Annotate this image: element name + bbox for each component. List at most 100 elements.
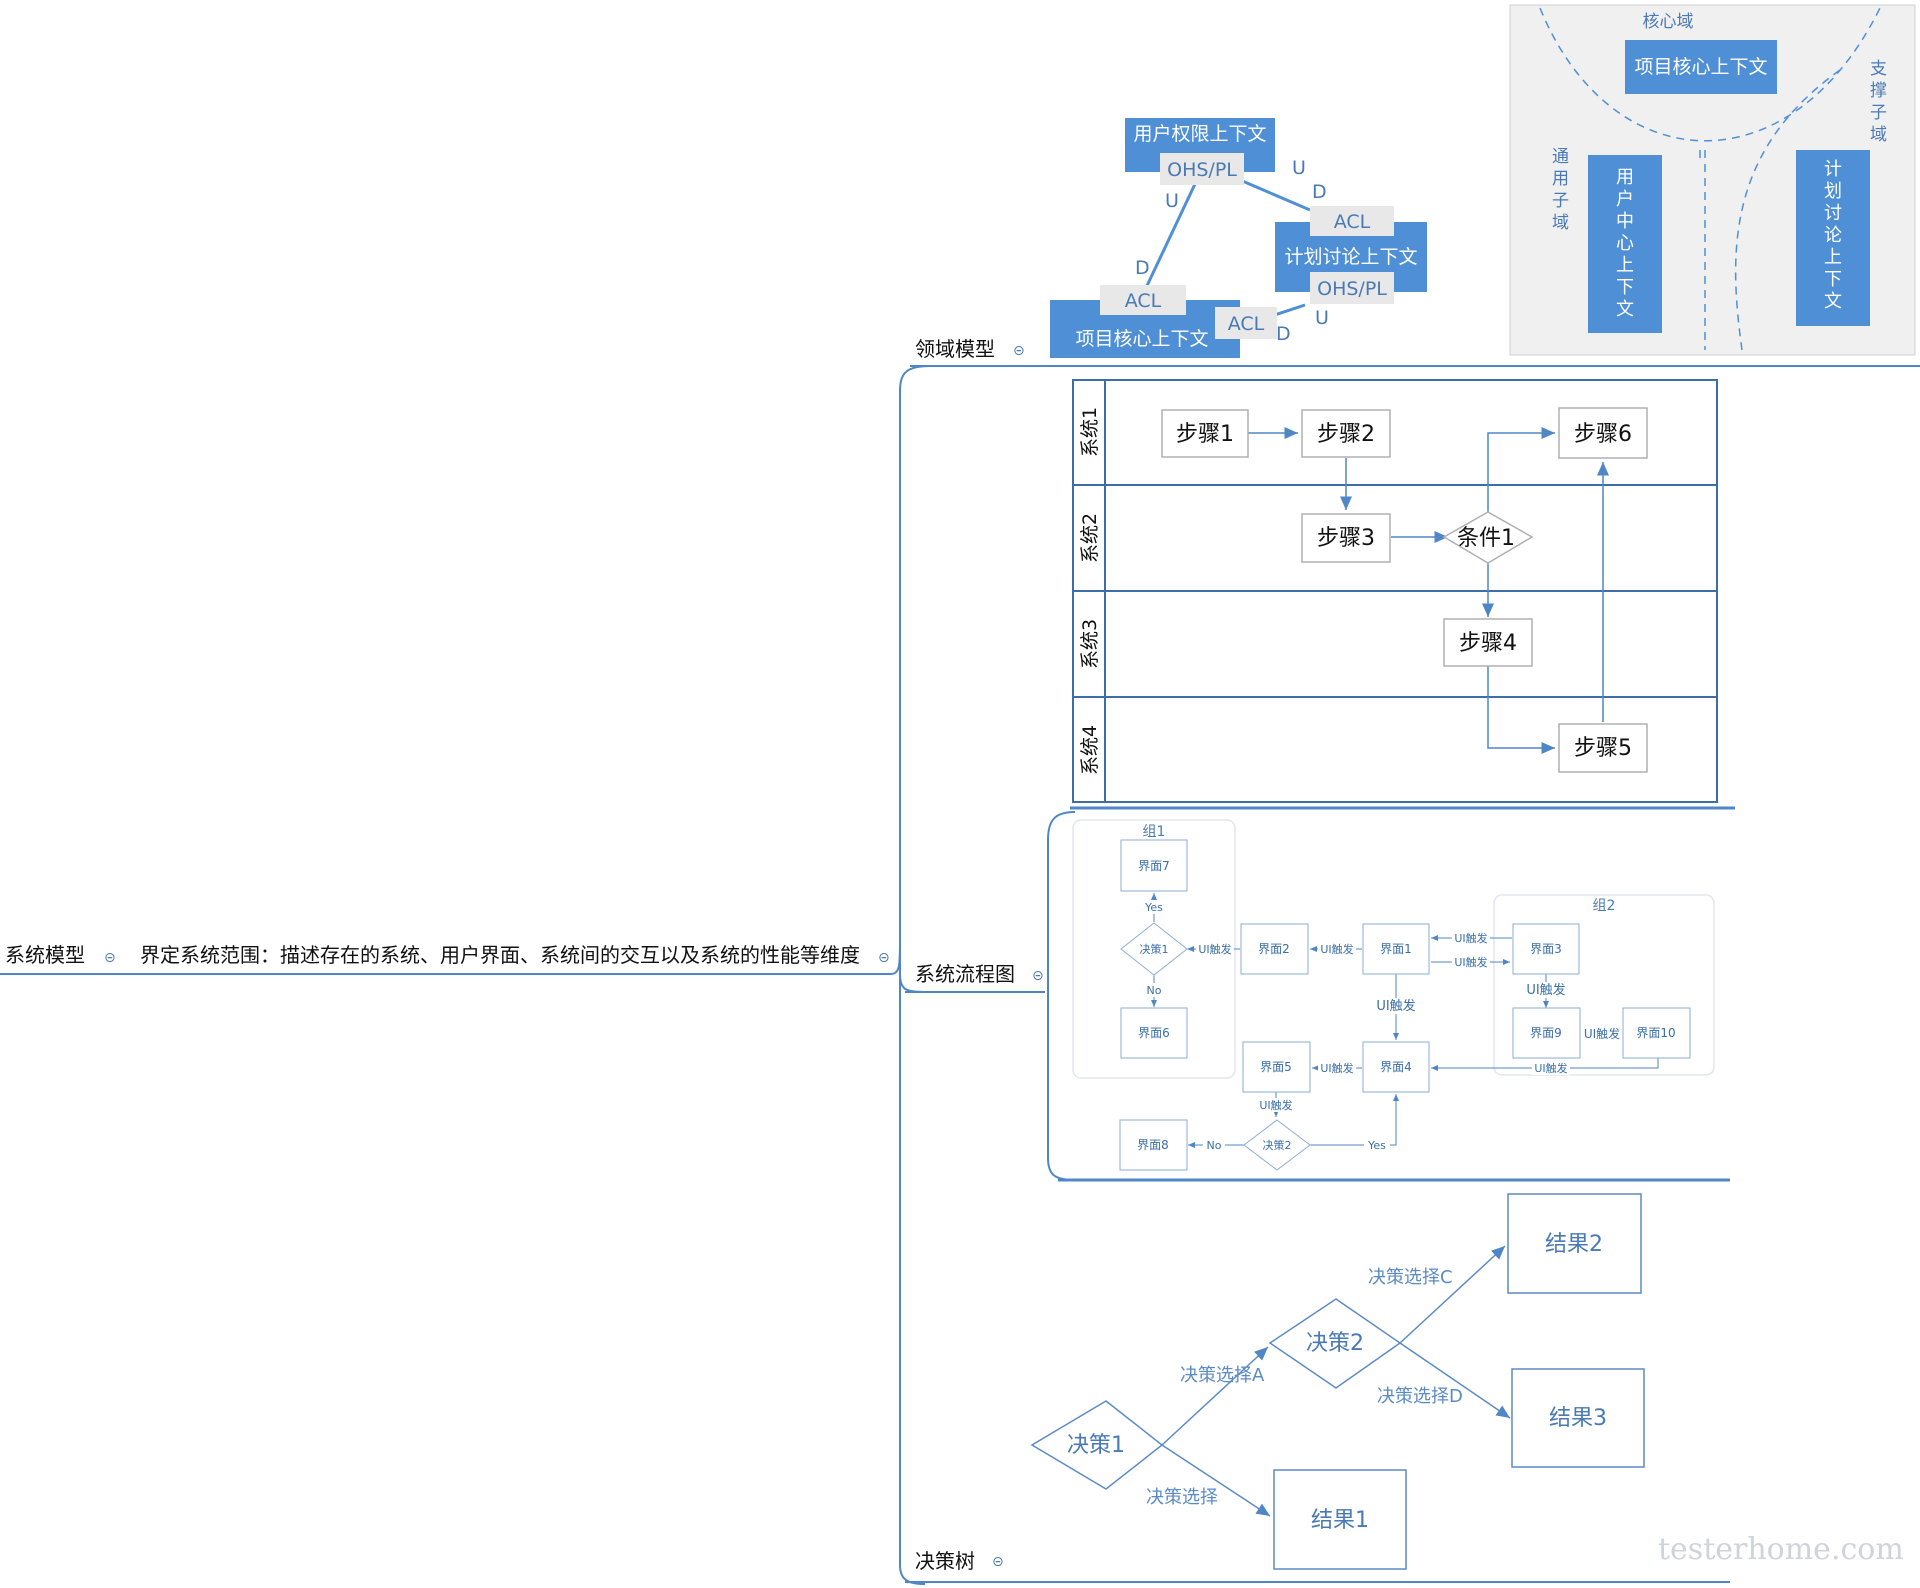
screen-box[interactable]: 界面8 xyxy=(1119,1119,1188,1171)
step-box[interactable]: 步骤6 xyxy=(1558,407,1648,459)
main-topic[interactable]: 界定系统范围：描述存在的系统、用户界面、系统间的交互以及系统的性能等维度 xyxy=(140,943,860,967)
user-center-context xyxy=(1588,155,1662,333)
context-map: 用户权限上下文 OHS/PL ACL 计划讨论上下文 OHS/PL ACL 项目… xyxy=(1050,118,1427,358)
acl-label: ACL xyxy=(1334,211,1371,233)
ohs-label: OHS/PL xyxy=(1317,278,1387,300)
ui-trigger-label: UI触发 xyxy=(1454,931,1487,945)
screen-label: 界面10 xyxy=(1636,1026,1675,1040)
branch-collapse-icon[interactable]: ⊝ xyxy=(1013,343,1025,359)
result-box[interactable]: 结果2 xyxy=(1507,1193,1642,1294)
screen-box[interactable]: 界面6 xyxy=(1120,1007,1188,1059)
ui-trigger-label: UI触发 xyxy=(1526,982,1565,998)
screen-box[interactable]: 界面3 xyxy=(1512,923,1580,975)
screen-box[interactable]: 界面4 xyxy=(1362,1041,1430,1093)
step-box[interactable]: 步骤3 xyxy=(1301,513,1391,563)
root-node[interactable]: 系统模型 xyxy=(5,943,85,967)
condition-label: 条件1 xyxy=(1457,526,1515,551)
core-domain-label: 核心域 xyxy=(1643,12,1694,32)
step-label: 步骤4 xyxy=(1459,631,1517,656)
result-label: 结果3 xyxy=(1549,1406,1607,1431)
decision-diamond[interactable]: 决策2 xyxy=(1243,1119,1311,1171)
screen-label: 界面2 xyxy=(1258,942,1290,956)
edge-label: 决策选择 xyxy=(1146,1487,1218,1508)
lane-label: 系统1 xyxy=(1079,407,1101,457)
decision-label: 决策2 xyxy=(1263,1138,1292,1152)
lane-label: 系统4 xyxy=(1079,725,1101,775)
acl-label: ACL xyxy=(1125,290,1162,312)
context-label: 项目核心上下文 xyxy=(1075,328,1208,350)
mindmap: 系统模型 ⊝ 界定系统范围：描述存在的系统、用户界面、系统间的交互以及系统的性能… xyxy=(0,337,1920,1585)
swimlane-diagram: 系统1 系统2 系统3 系统4 步骤1 步骤2 步骤3 条件1 xyxy=(1072,379,1718,803)
ui-flow-diagram: 组1 组2 界面7 界面6 界面2 界面1 界面3 界面9 界面10 界面4 界… xyxy=(1072,819,1715,1171)
screen-box[interactable]: 界面1 xyxy=(1362,923,1430,975)
screen-box[interactable]: 界面7 xyxy=(1120,839,1188,892)
branch-domain-model[interactable]: 领域模型 xyxy=(915,337,995,361)
decision-diamond[interactable]: 决策1 xyxy=(1120,922,1188,976)
supporting-subdomain-label: 支撑子域 xyxy=(1870,59,1887,145)
step-label: 步骤6 xyxy=(1574,422,1632,447)
decision-label: 决策1 xyxy=(1067,1433,1125,1458)
branch-collapse-icon[interactable]: ⊝ xyxy=(1032,968,1044,984)
result-label: 结果2 xyxy=(1545,1232,1603,1257)
condition-diamond[interactable]: 条件1 xyxy=(1442,511,1534,564)
screen-label: 界面6 xyxy=(1138,1026,1170,1040)
step-label: 步骤1 xyxy=(1176,422,1234,447)
screen-label: 界面7 xyxy=(1138,859,1170,873)
step-label: 步骤2 xyxy=(1317,422,1375,447)
step-box[interactable]: 步骤1 xyxy=(1161,409,1249,458)
no-label: No xyxy=(1147,984,1162,997)
screen-label: 界面1 xyxy=(1380,942,1412,956)
ui-trigger-label: UI触发 xyxy=(1584,1026,1620,1041)
group-label: 组2 xyxy=(1593,898,1616,914)
lane-label: 系统3 xyxy=(1079,619,1101,669)
screen-label: 界面8 xyxy=(1137,1138,1169,1152)
screen-box[interactable]: 界面10 xyxy=(1622,1007,1691,1059)
main-collapse-icon[interactable]: ⊝ xyxy=(878,950,890,966)
u-marker: U xyxy=(1165,190,1179,212)
plan-context-label: 计划讨论上下文 xyxy=(1824,159,1842,312)
step-label: 步骤5 xyxy=(1574,736,1632,761)
result-label: 结果1 xyxy=(1311,1508,1369,1533)
yes-label: Yes xyxy=(1144,901,1163,914)
core-context-label: 项目核心上下文 xyxy=(1634,56,1767,78)
decision-label: 决策1 xyxy=(1140,942,1169,956)
screen-box[interactable]: 界面5 xyxy=(1242,1041,1311,1093)
step-box[interactable]: 步骤4 xyxy=(1443,618,1533,667)
screen-label: 界面9 xyxy=(1530,1026,1562,1040)
screen-label: 界面5 xyxy=(1260,1060,1292,1074)
context-label: 用户权限上下文 xyxy=(1133,123,1266,145)
u-marker: U xyxy=(1292,157,1306,179)
decision-node[interactable]: 决策1 xyxy=(1030,1400,1164,1490)
screen-box[interactable]: 界面9 xyxy=(1512,1007,1581,1059)
result-box[interactable]: 结果1 xyxy=(1273,1469,1407,1570)
ui-trigger-label: UI触发 xyxy=(1198,942,1231,956)
step-label: 步骤3 xyxy=(1317,526,1375,551)
decision-node[interactable]: 决策2 xyxy=(1268,1298,1402,1389)
result-box[interactable]: 结果3 xyxy=(1511,1368,1645,1468)
screen-box[interactable]: 界面2 xyxy=(1240,923,1309,975)
ui-trigger-label: UI触发 xyxy=(1320,1061,1353,1075)
decision-tree: 决策1 决策2 结果2 结果3 结果1 决策选择A 决策选择 决策选择C 决策选… xyxy=(1030,1193,1645,1570)
branch-collapse-icon[interactable]: ⊝ xyxy=(992,1554,1004,1570)
edge-label: 决策选择C xyxy=(1368,1267,1453,1288)
d-marker: D xyxy=(1135,257,1150,279)
edge-label: 决策选择D xyxy=(1377,1386,1463,1407)
decision-label: 决策2 xyxy=(1306,1331,1364,1356)
screen-label: 界面4 xyxy=(1380,1060,1412,1074)
acl-label: ACL xyxy=(1228,313,1265,335)
step-box[interactable]: 步骤2 xyxy=(1301,409,1391,458)
watermark: testerhome.com xyxy=(1658,1532,1904,1567)
branch-decision-tree[interactable]: 决策树 xyxy=(915,1549,975,1573)
step-box[interactable]: 步骤5 xyxy=(1558,723,1648,773)
yes-label: Yes xyxy=(1367,1139,1386,1152)
u-marker: U xyxy=(1315,307,1329,329)
screen-label: 界面3 xyxy=(1530,942,1562,956)
ui-trigger-label: UI触发 xyxy=(1376,998,1415,1014)
group-label: 组1 xyxy=(1143,824,1166,840)
d-marker: D xyxy=(1312,181,1327,203)
ui-trigger-label: UI触发 xyxy=(1534,1061,1567,1075)
lane-label: 系统2 xyxy=(1079,513,1101,563)
branch-flow[interactable]: 系统流程图 xyxy=(915,962,1015,986)
root-collapse-icon[interactable]: ⊝ xyxy=(104,950,116,966)
